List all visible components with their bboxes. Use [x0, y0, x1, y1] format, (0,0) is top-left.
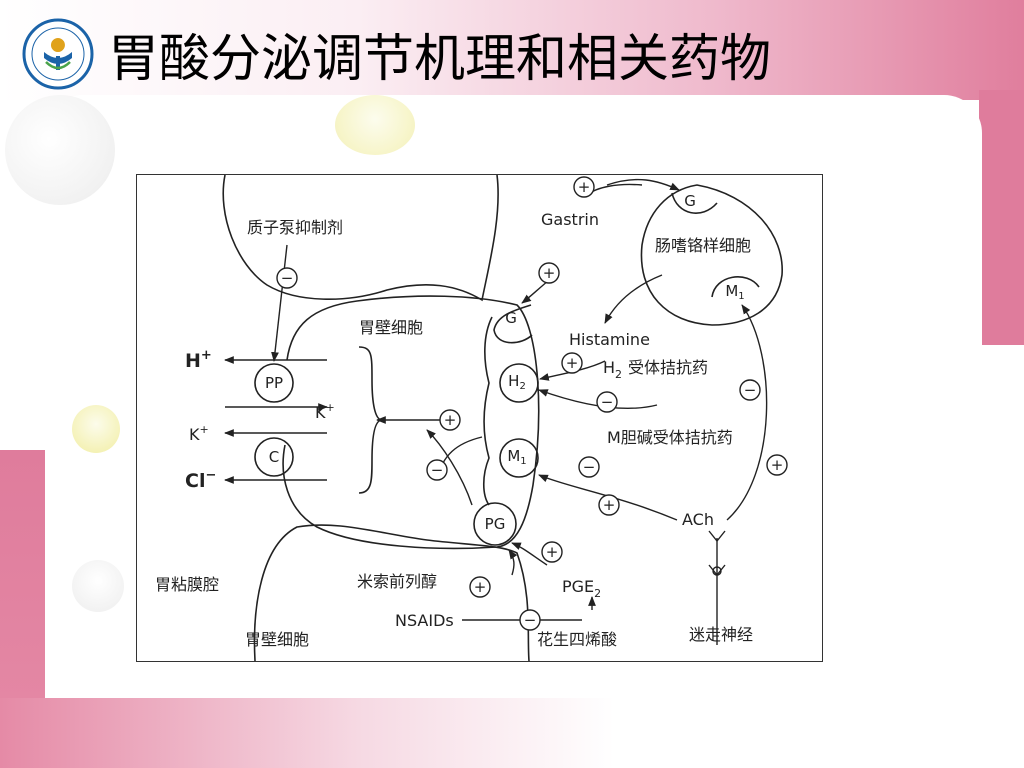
label-k-plus-in: K+: [315, 401, 335, 422]
slide-header-band: [0, 0, 1024, 100]
pg-receptor: [473, 502, 517, 546]
decor-bubble: [72, 405, 120, 453]
sign-minus-pg: [426, 459, 448, 481]
sign-text: −: [524, 611, 537, 629]
sign-text: −: [744, 381, 757, 399]
sign-plus-histamine: [561, 352, 583, 374]
ecl-cell-outline: [640, 184, 783, 326]
sign-text: −: [601, 393, 614, 411]
slide-bottom-band: [0, 698, 1024, 768]
upper-cell-outline: [222, 175, 499, 302]
sign-text: +: [543, 264, 556, 282]
sign-plus-gastrin: [573, 176, 595, 198]
sign-text: −: [583, 458, 596, 476]
m1-ecl-label: M1: [725, 282, 744, 302]
sign-text: +: [444, 411, 457, 429]
label-k-plus-out: K+: [189, 423, 209, 444]
m1-receptor: [499, 438, 539, 478]
sign-text: +: [474, 578, 487, 596]
sign-text: −: [281, 269, 294, 287]
sign-text: +: [603, 496, 616, 514]
ecl-g-receptor: [671, 192, 718, 214]
vagus-terminal: [708, 530, 726, 577]
label-m-antagonist: M胆碱受体拮抗药: [607, 428, 733, 447]
sign-text: +: [771, 456, 784, 474]
lower-cell-outline: [253, 524, 530, 661]
label-parietal-cell-bottom: 胃壁细胞: [245, 630, 309, 649]
h2-receptor-label: H2: [508, 372, 526, 392]
sign-plus-pge2: [541, 541, 563, 563]
proton-pump: [254, 363, 294, 403]
label-arachidonic-acid: 花生四烯酸: [537, 630, 617, 649]
decor-bubble: [5, 95, 115, 205]
chloride-channel: [254, 437, 294, 477]
label-gastric-lumen: 胃粘膜腔: [155, 575, 219, 594]
sign-minus-ppi: [276, 267, 298, 289]
decor-bubble: [72, 560, 124, 612]
label-nsaids: NSAIDs: [395, 611, 454, 630]
label-vagus: 迷走神经: [689, 625, 753, 644]
sign-text: +: [578, 178, 591, 196]
label-cl-minus: Cl−: [185, 468, 216, 492]
label-parietal-cell-top: 胃壁细胞: [359, 318, 423, 337]
right-brace: [482, 316, 493, 506]
h2-receptor: [499, 363, 539, 403]
sign-plus-center: [439, 409, 461, 431]
label-histamine: Histamine: [569, 330, 650, 349]
label-ecl-cell: 肠嗜铬样细胞: [655, 236, 751, 255]
decor-bubble: [335, 95, 415, 155]
sign-minus-m: [578, 456, 600, 478]
label-misoprostol: 米索前列醇: [357, 572, 437, 591]
sign-minus-h2: [596, 391, 618, 413]
label-ach: ACh: [682, 510, 714, 529]
sign-minus-nsaids: [519, 609, 541, 631]
sign-text: +: [566, 354, 579, 372]
label-gastrin: Gastrin: [541, 210, 599, 229]
diagram-frame: + + − + − − + − + + − + + − PP C PG G G …: [136, 174, 823, 662]
label-ppi: 质子泵抑制剂: [247, 218, 343, 237]
gastric-acid-diagram: + + − + − − + − + + − + + − PP C PG G G …: [155, 175, 788, 661]
g-ecl-label: G: [684, 192, 696, 210]
sign-plus-gastrin-lower: [538, 262, 560, 284]
sign-minus-ecl: [739, 379, 761, 401]
g-receptor: [493, 304, 533, 344]
c-label: C: [269, 448, 279, 466]
label-h-plus: H+: [185, 348, 212, 372]
sign-plus-misoprostol: [469, 576, 491, 598]
label-pge2: PGE2: [562, 577, 601, 600]
slide-right-accent: [979, 90, 1024, 345]
m1-receptor-label: M1: [507, 447, 526, 467]
slide-title: 胃酸分泌调节机理和相关药物: [108, 30, 772, 89]
sign-text: +: [546, 543, 559, 561]
sign-plus-ach: [598, 494, 620, 516]
sign-text: −: [431, 461, 444, 479]
university-logo: [22, 18, 94, 90]
pp-label: PP: [265, 374, 283, 392]
sign-plus-ecl: [766, 454, 788, 476]
pg-label: PG: [485, 515, 506, 533]
ecl-m1-receptor: [711, 276, 760, 298]
g-parietal-label: G: [505, 309, 517, 327]
parietal-cell-outline: [282, 295, 540, 550]
